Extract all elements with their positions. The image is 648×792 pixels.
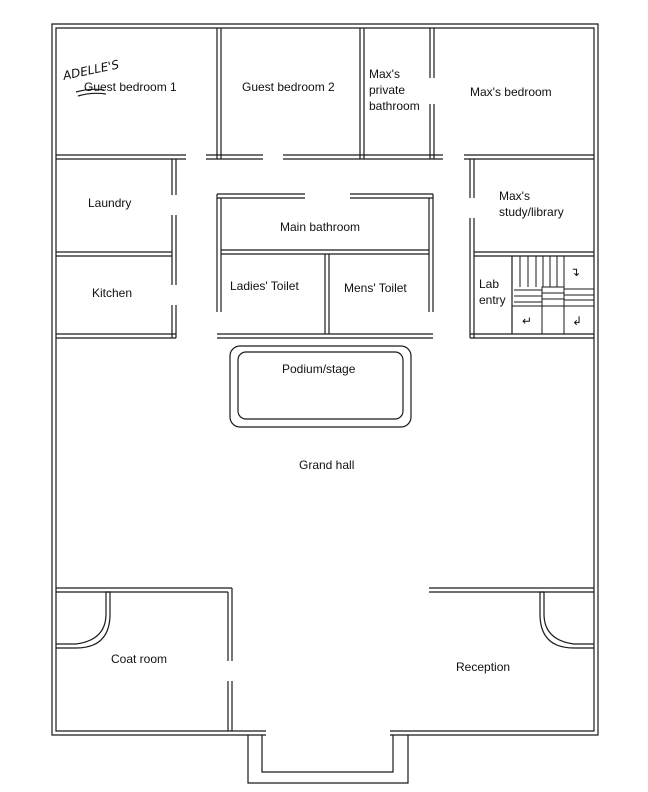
podium-stage [229,345,412,428]
label-max-private-bathroom-1: Max's [369,67,400,81]
entrance-porch [247,735,409,784]
left-wing-walls [56,159,177,338]
annotation-underline [75,88,105,93]
label-grand-hall: Grand hall [299,458,354,472]
label-main-bathroom: Main bathroom [280,220,360,234]
label-guest-bedroom-1: Guest bedroom 1 [84,80,177,94]
outer-walls [51,23,599,736]
room-labels: Guest bedroom 1 Guest bedroom 2 Max's pr… [84,67,564,674]
label-lab-entry-2: entry [479,293,506,307]
corridor-wall-top [56,154,594,160]
label-ladies-toilet: Ladies' Toilet [230,279,299,293]
label-max-bedroom: Max's bedroom [470,85,552,99]
closet-left [56,591,111,649]
stair-arrow-return-icon: ↲ [572,314,582,328]
label-reception: Reception [456,660,510,674]
stair-arrow-left-icon: ↵ [522,314,532,328]
closet-right [539,591,594,649]
right-wing-walls [469,159,594,338]
label-mens-toilet: Mens' Toilet [344,281,407,295]
label-max-study-2: study/library [499,205,564,219]
label-max-private-bathroom-2: private [369,83,405,97]
top-row-partitions [216,28,435,159]
label-podium: Podium/stage [282,362,356,376]
grand-hall-top-wall [56,333,594,339]
label-lab-entry-1: Lab [479,277,499,291]
label-laundry: Laundry [88,196,131,210]
label-guest-bedroom-2: Guest bedroom 2 [242,80,335,94]
label-coat-room: Coat room [111,652,167,666]
label-max-study-1: Max's [499,189,530,203]
stair-block: ↴ ↵ ↲ [511,256,595,334]
bathroom-block-walls [216,193,434,334]
grand-hall-bottom-walls [56,587,594,731]
label-kitchen: Kitchen [92,286,132,300]
stair-arrow-down-icon: ↴ [570,265,580,279]
label-max-private-bathroom-3: bathroom [369,99,420,113]
